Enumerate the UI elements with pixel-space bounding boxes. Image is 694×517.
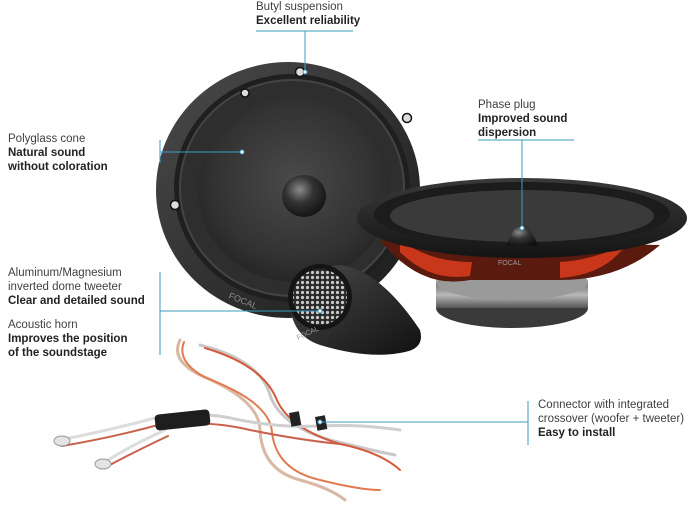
woofer-front: FOCAL	[156, 62, 420, 318]
label-connector-title: Connector with integrated crossover (woo…	[538, 399, 685, 425]
label-tweeter: Aluminum/Magnesium inverted dome tweeter…	[8, 266, 145, 308]
side-logo: FOCAL	[498, 260, 521, 267]
label-horn-desc: Improves the position of the soundstage	[8, 333, 128, 359]
woofer-side: FOCAL	[357, 178, 687, 328]
side-red-accent-left	[400, 240, 472, 277]
label-phase-plug-desc: Improved sound dispersion	[478, 113, 568, 139]
label-butyl-suspension: Butyl suspension Excellent reliability	[256, 0, 360, 28]
connector-block	[154, 409, 211, 431]
label-phase-plug-title: Phase plug	[478, 99, 536, 111]
label-polyglass-desc: Natural sound without coloration	[8, 147, 108, 173]
tweeter: FOCAL	[288, 264, 421, 355]
label-connector: Connector with integrated crossover (woo…	[538, 398, 684, 440]
mounting-hole-right	[401, 112, 413, 124]
label-polyglass-title: Polyglass cone	[8, 133, 86, 145]
phase-plug	[506, 225, 538, 246]
mounting-hole-bottom-left	[240, 88, 250, 98]
mounting-hole-left	[169, 199, 181, 211]
label-tweeter-desc: Clear and detailed sound	[8, 295, 145, 307]
label-butyl-desc: Excellent reliability	[256, 15, 361, 27]
label-tweeter-title: Aluminum/Magnesium inverted dome tweeter	[8, 267, 122, 293]
connector-tag-1	[289, 411, 302, 427]
label-polyglass-cone: Polyglass cone Natural sound without col…	[8, 132, 108, 174]
label-phase-plug: Phase plug Improved sound dispersion	[478, 98, 567, 140]
crossover-cable	[53, 338, 402, 502]
label-acoustic-horn: Acoustic horn Improves the position of t…	[8, 318, 128, 360]
label-butyl-title: Butyl suspension	[256, 1, 343, 13]
spade-terminal-2	[94, 458, 112, 470]
label-connector-desc: Easy to install	[538, 427, 616, 439]
label-horn-title: Acoustic horn	[8, 319, 78, 331]
tweeter-grille	[293, 269, 347, 325]
side-red-accent-right	[560, 236, 640, 278]
callout-lines	[159, 30, 574, 445]
spade-terminal-1	[53, 435, 71, 447]
dust-cap	[282, 175, 326, 217]
